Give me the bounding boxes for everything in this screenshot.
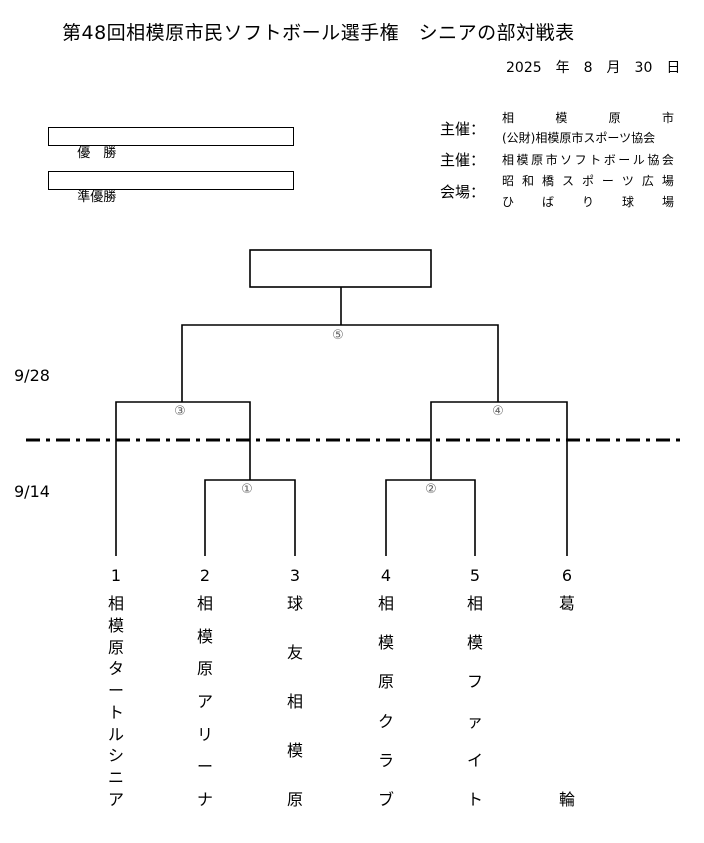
date-final-round: 9/28 [14, 366, 50, 385]
team-name-5: 相模ファイト [466, 594, 483, 809]
team-number-5: 5 [469, 566, 481, 585]
team-number-4: 4 [380, 566, 392, 585]
final-bracket [181, 324, 499, 402]
team-number-3: 3 [289, 566, 301, 585]
team-name-1: 相模原タートルシニア [107, 594, 124, 809]
round-marker-3: ③ [174, 404, 186, 419]
match2-bracket [385, 479, 476, 556]
runner-up-box: 準優勝 [48, 171, 294, 205]
winner-label: 優 勝 [77, 146, 117, 161]
venue-line1: 昭和橋スポーツ広場 [502, 174, 674, 188]
date-first-round: 9/14 [14, 482, 50, 501]
venue-line2: ひばり球場 [502, 195, 674, 209]
team-number-6: 6 [561, 566, 573, 585]
organizer-label: 主催： [440, 120, 486, 138]
winner-box: 優 勝 [48, 127, 294, 161]
match1-bracket [204, 479, 296, 556]
team-name-2: 相模原アリーナ [196, 594, 213, 809]
round-marker-4: ④ [492, 404, 504, 419]
round-marker-5: ⑤ [332, 328, 344, 343]
round-marker-2: ② [425, 482, 437, 497]
organizer-line1: 相模原市 [502, 111, 674, 125]
runner-up-label: 準優勝 [77, 190, 117, 205]
team-number-1: 1 [110, 566, 122, 585]
event-date: 2025 年 8 月 30 日 [506, 60, 681, 76]
semi-right-bracket [430, 401, 568, 556]
page-title: 第48回相模原市民ソフトボール選手権 シニアの部対戦表 [62, 22, 575, 44]
venue-label: 会場： [440, 183, 486, 201]
co-organizer-label: 主催： [440, 151, 486, 169]
organizer-line2: (公財)相模原市スポーツ協会 [502, 131, 656, 145]
team-name-6: 葛輪 [558, 594, 575, 809]
round-marker-1: ① [241, 482, 253, 497]
co-organizer-value: 相模原市ソフトボール協会 [502, 153, 674, 167]
team-name-3: 球友相模原 [286, 594, 303, 809]
team-name-4: 相模原クラブ [377, 594, 394, 809]
champion-box [249, 249, 432, 288]
team-number-2: 2 [199, 566, 211, 585]
semi-left-bracket [115, 401, 251, 556]
